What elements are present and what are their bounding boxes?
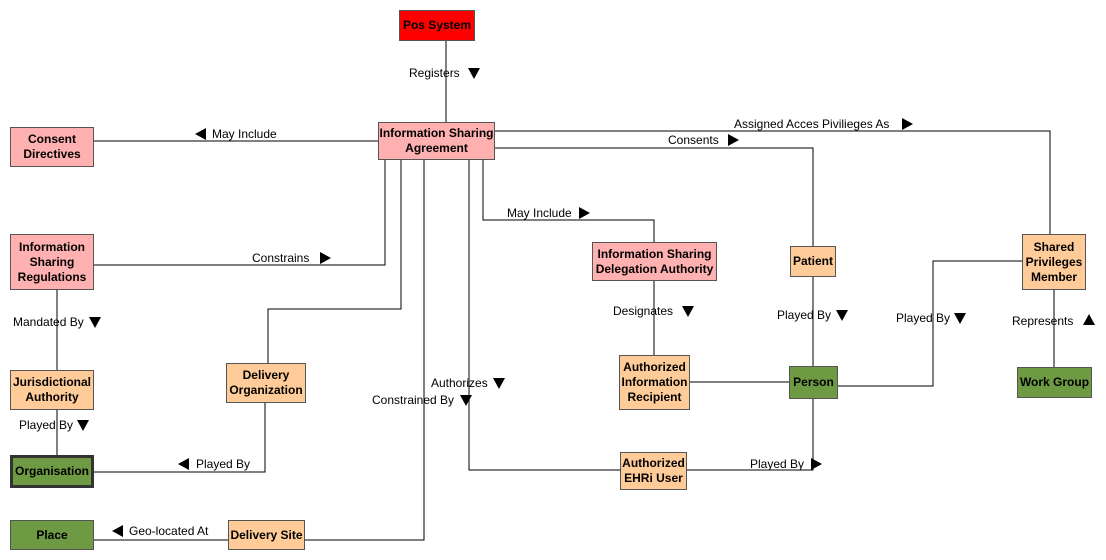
registers-label: Registers xyxy=(409,66,460,80)
constrained-by-label: Constrained By xyxy=(372,393,455,407)
designates-label: Designates xyxy=(613,304,674,318)
played-by-delivery-org-arrow-icon xyxy=(178,458,189,470)
connector-authorizes xyxy=(468,159,620,471)
assigned-access-arrow-icon xyxy=(902,118,913,130)
patient-node[interactable]: Patient xyxy=(790,246,836,277)
organisation-node[interactable]: Organisation xyxy=(10,455,94,488)
played-by-delivery-org-label: Played By xyxy=(196,457,251,471)
represents-arrow-icon xyxy=(1083,314,1095,325)
mandated-by-label: Mandated By xyxy=(13,315,84,329)
consents-label: Consents xyxy=(668,133,719,147)
played-by-patient-arrow-icon xyxy=(836,310,848,321)
may-include-delegation-arrow-icon xyxy=(579,207,590,219)
consents-arrow-icon xyxy=(728,134,739,146)
played-by-shared-arrow-icon xyxy=(954,313,966,324)
may-include-consent-arrow-icon xyxy=(195,128,206,140)
consent-directives-node[interactable]: Consent Directives xyxy=(10,127,94,167)
information-sharing-agreement-node[interactable]: Information Sharing Agreement xyxy=(378,122,495,160)
played-by-jurisdictional-arrow-icon xyxy=(77,420,89,431)
shared-privileges-member-node[interactable]: Shared Privileges Member xyxy=(1022,234,1086,290)
constrained-by-arrow-icon xyxy=(460,395,472,406)
played-by-patient-label: Played By xyxy=(777,308,832,322)
delegation-authority-node[interactable]: Information Sharing Delegation Authority xyxy=(592,242,717,281)
authorizes-arrow-icon xyxy=(493,378,505,389)
delivery-site-node[interactable]: Delivery Site xyxy=(228,520,305,550)
played-by-ehri-arrow-icon xyxy=(811,458,822,470)
connector-constrained-by-delivery-org xyxy=(267,159,402,363)
played-by-jurisdictional-label: Played By xyxy=(19,418,74,432)
constrains-label: Constrains xyxy=(252,251,310,265)
pos-system-node[interactable]: Pos System xyxy=(399,10,475,41)
registers-arrow-icon xyxy=(468,68,480,79)
authorized-ehri-user-node[interactable]: Authorized EHRi User xyxy=(620,452,687,490)
work-group-node[interactable]: Work Group xyxy=(1017,367,1092,398)
authorizes-label: Authorizes xyxy=(431,376,488,390)
represents-label: Represents xyxy=(1012,314,1074,328)
delivery-organization-node[interactable]: Delivery Organization xyxy=(226,363,306,403)
geo-located-at-arrow-icon xyxy=(112,525,123,537)
information-sharing-regulations-node[interactable]: Information Sharing Regulations xyxy=(10,234,94,290)
connector-geo-delivery-site xyxy=(305,159,425,541)
connector-played-by-shared xyxy=(838,260,1022,387)
connector-assigned-access xyxy=(494,130,1051,234)
assigned-access-label: Assigned Acces Pivilieges As xyxy=(734,117,890,131)
played-by-ehri-label: Played By xyxy=(750,457,805,471)
connector-played-by-delivery-org xyxy=(94,403,266,473)
designates-arrow-icon xyxy=(682,306,694,317)
jurisdictional-authority-node[interactable]: Jurisdictional Authority xyxy=(10,370,94,410)
connector-played-by-ehri xyxy=(687,399,814,471)
connector-may-include-delegation xyxy=(482,159,655,242)
may-include-delegation-label: May Include xyxy=(507,206,572,220)
geo-located-at-label: Geo-located At xyxy=(129,524,209,538)
connector-consents xyxy=(494,147,814,246)
mandated-by-arrow-icon xyxy=(89,317,101,328)
played-by-shared-label: Played By xyxy=(896,311,951,325)
may-include-consent-label: May Include xyxy=(212,127,277,141)
constrains-arrow-icon xyxy=(320,252,331,264)
person-node[interactable]: Person xyxy=(789,366,838,399)
authorized-information-recipient-node[interactable]: Authorized Information Recipient xyxy=(619,355,690,410)
connector-constrains xyxy=(94,159,386,266)
place-node[interactable]: Place xyxy=(10,520,94,550)
